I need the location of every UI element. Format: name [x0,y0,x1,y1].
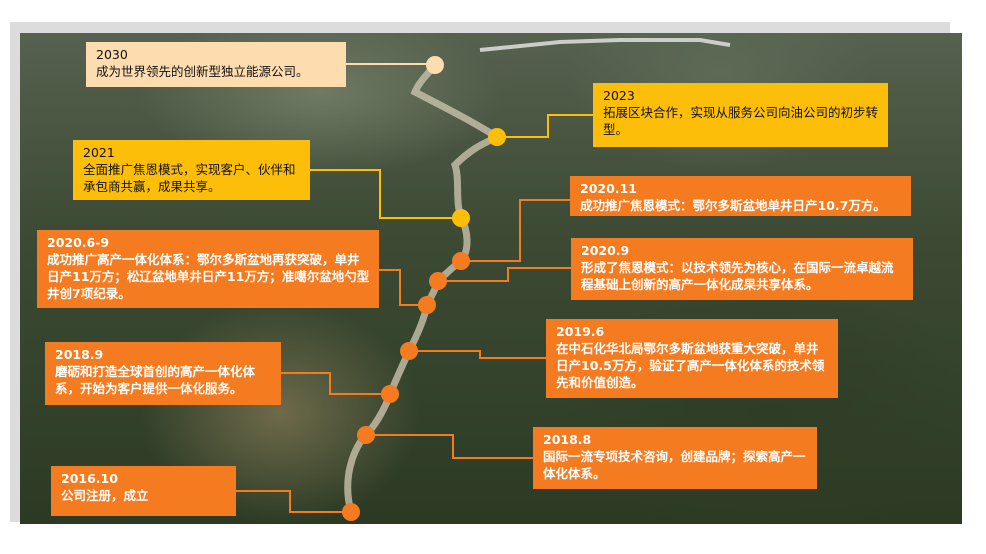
milestone-2019-6: 2019.6 在中石化华北局鄂尔多斯盆地获重大突破，单井日产10.5万方，验证了… [546,319,838,398]
timeline-dot-2030 [426,56,444,74]
connector-2018-8 [366,434,533,459]
milestone-2030: 2030 成为世界领先的创新型独立能源公司。 [86,42,346,87]
milestone-2020-11: 2020.11 成功推广焦恩模式：鄂尔多斯盆地单井日产10.7万方。 [570,176,911,216]
milestone-2021: 2021 全面推广焦恩模式，实现客户、伙伴和承包商共赢，成果共享。 [73,140,310,200]
milestone-year: 2018.9 [55,347,104,362]
connector-2020-11 [461,199,570,262]
milestone-year: 2020.9 [581,243,630,258]
milestone-year: 2023 [603,88,635,103]
milestone-year: 2020.6-9 [47,235,110,250]
timeline-dot-2016-10 [342,503,360,521]
milestone-year: 2016.10 [61,471,118,486]
milestone-2018-9: 2018.9 磨砺和打造全球首创的高产一体化体系，开始为客户提供一体化服务。 [45,342,281,405]
connector-2023 [497,114,593,138]
timeline-dot-2021 [452,209,470,227]
connector-2016-10 [236,490,351,513]
timeline-dot-2023 [488,128,506,146]
milestone-text: 成功推广焦恩模式：鄂尔多斯盆地单井日产10.7万方。 [580,198,886,213]
timeline-dot-2020-9 [429,272,447,290]
connector-2021 [310,169,461,219]
timeline-dot-2018-8 [357,426,375,444]
milestone-2016-10: 2016.10 公司注册，成立 [51,466,236,516]
milestone-text: 磨砺和打造全球首创的高产一体化体系，开始为客户提供一体化服务。 [55,364,256,396]
connector-2020-9 [438,267,571,282]
milestone-2020-9: 2020.9 形成了焦恩模式：以技术领先为核心，在国际一流卓越流程基础上创新的高… [571,238,913,300]
milestone-2023: 2023 拓展区块合作，实现从服务公司向油公司的初步转型。 [593,83,888,147]
milestone-year: 2019.6 [556,324,605,339]
timeline-dot-2018-9 [381,385,399,403]
milestone-year: 2018.8 [543,432,592,447]
milestone-text: 成功推广高产一体化体系：鄂尔多斯盆地再获突破，单井日产11万方；松辽盆地单井日产… [47,252,370,301]
milestone-text: 成为世界领先的创新型独立能源公司。 [96,64,309,79]
timeline-dot-2020-11 [452,252,470,270]
milestone-text: 形成了焦恩模式：以技术领先为核心，在国际一流卓越流程基础上创新的高产一体化成果共… [581,260,894,292]
connector-2018-9 [281,372,390,395]
milestone-text: 全面推广焦恩模式，实现客户、伙伴和承包商共赢，成果共享。 [83,162,296,194]
milestone-2020-6-9: 2020.6-9 成功推广高产一体化体系：鄂尔多斯盆地再获突破，单井日产11万方… [37,230,379,308]
milestone-2018-8: 2018.8 国际一流专项技术咨询，创建品牌；探索高产一体化体系。 [533,427,817,489]
milestone-text: 拓展区块合作，实现从服务公司向油公司的初步转型。 [603,105,879,137]
milestone-text: 国际一流专项技术咨询，创建品牌；探索高产一体化体系。 [543,449,806,481]
milestone-year: 2020.11 [580,181,637,196]
connector-2020-6-9 [379,269,427,306]
connector-2019-6 [409,350,546,359]
milestone-text: 在中石化华北局鄂尔多斯盆地获重大突破，单井日产10.5万方，验证了高产一体化体系… [556,341,825,390]
milestone-text: 公司注册，成立 [61,488,149,503]
timeline-dot-2020-6-9 [418,296,436,314]
timeline-dot-2019-6 [400,342,418,360]
milestone-year: 2021 [83,145,115,160]
milestone-year: 2030 [96,47,128,62]
